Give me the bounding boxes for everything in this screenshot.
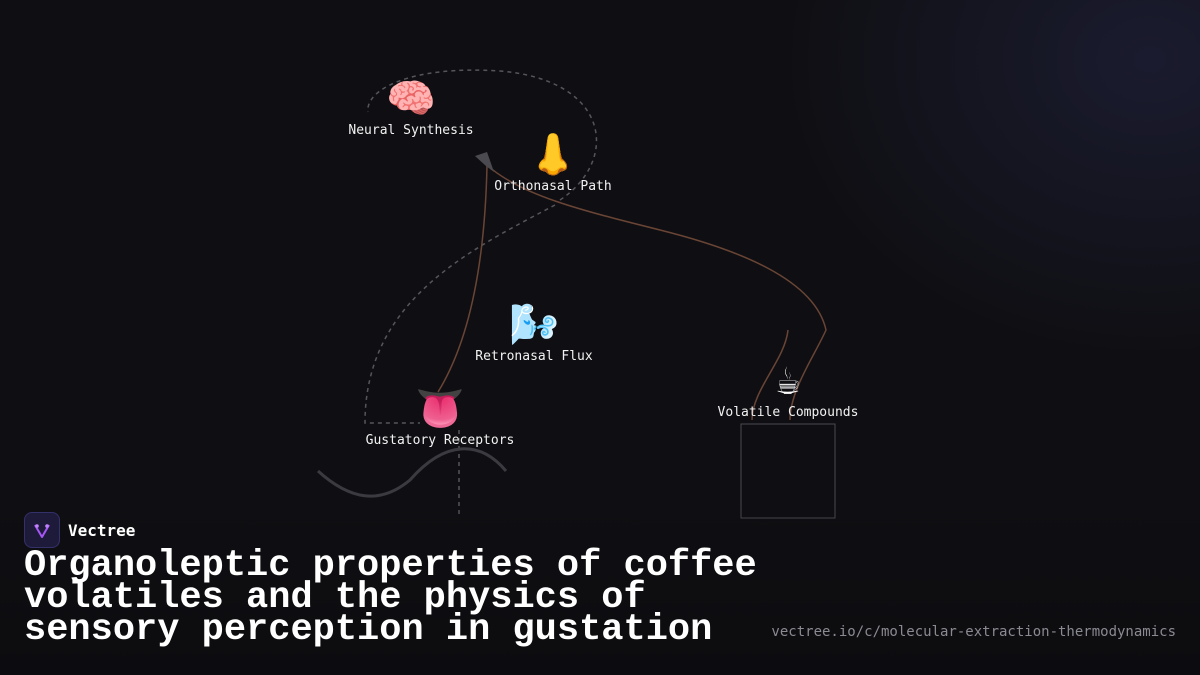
vessel-rect: [740, 423, 836, 519]
brand: Vectree: [24, 512, 135, 548]
nose-icon: 👃: [528, 132, 578, 178]
node-label: Volatile Compounds: [717, 405, 859, 420]
node-volatile-compounds: ☕ Volatile Compounds: [718, 358, 859, 420]
volatile-branch-edge: [751, 329, 789, 421]
node-gustatory-receptors: 👅 Gustatory Receptors: [366, 386, 515, 448]
volatile-to-neural-edge: [486, 164, 827, 421]
page-title: Organoleptic properties of coffee volati…: [24, 545, 757, 651]
node-retronasal-flux: 🌬️ Retronasal Flux: [475, 302, 592, 364]
node-label: Orthonasal Path: [494, 179, 612, 194]
gustatory-to-neural-edge: [437, 164, 488, 393]
node-neural-synthesis: 🧠 Neural Synthesis: [348, 76, 473, 138]
node-label: Neural Synthesis: [348, 123, 474, 138]
logo-mark: [34, 524, 50, 538]
page-url[interactable]: vectree.io/c/molecular-extraction-thermo…: [771, 624, 1176, 640]
wave-shape: [316, 447, 508, 498]
dashed-return-edge: [364, 204, 556, 424]
tongue-icon: 👅: [415, 386, 465, 432]
brand-name: Vectree: [68, 520, 136, 540]
node-label: Gustatory Receptors: [365, 433, 515, 448]
node-orthonasal-path: 👃 Orthonasal Path: [494, 132, 611, 194]
dashed-loop-edge: [367, 69, 598, 201]
wind-face-icon: 🌬️: [509, 302, 559, 348]
brain-icon: 🧠: [386, 76, 436, 122]
vectree-logo-icon: [24, 512, 60, 548]
arrowhead-icon: [475, 152, 494, 172]
node-label: Retronasal Flux: [475, 349, 593, 364]
coffee-icon: ☕: [775, 358, 801, 404]
